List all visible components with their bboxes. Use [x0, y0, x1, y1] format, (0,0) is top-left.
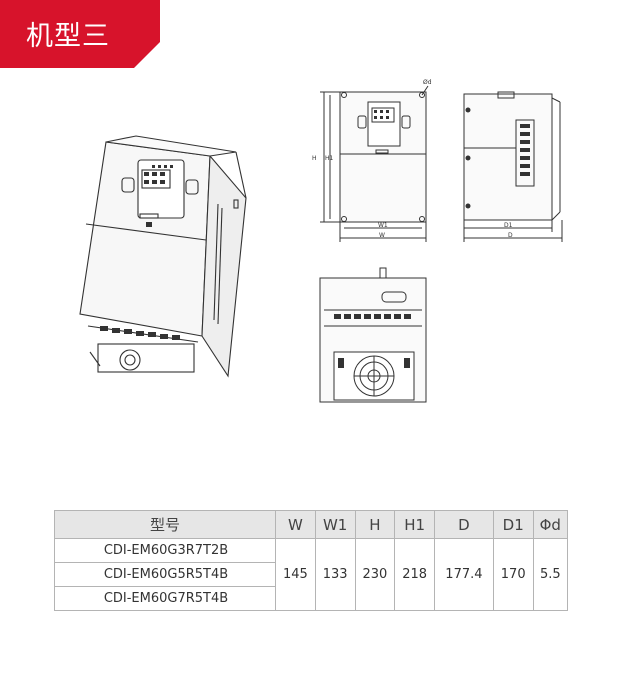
- bottom-view-drawing: [319, 267, 427, 403]
- value-d1: 170: [492, 538, 534, 611]
- banner-shape: [0, 0, 160, 68]
- label-h: H: [312, 155, 317, 162]
- model-cell: CDI-EM60G3R7T2B: [54, 538, 276, 563]
- label-h1: H1: [325, 155, 334, 162]
- label-d: D: [508, 232, 513, 239]
- value-w: 145: [275, 538, 316, 611]
- model-cell: CDI-EM60G5R5T4B: [54, 562, 276, 587]
- header-w1: W1: [314, 510, 356, 539]
- value-w1: 133: [314, 538, 356, 611]
- title-banner: 机型三: [0, 0, 160, 68]
- header-w: W: [275, 510, 316, 539]
- isometric-drive-illustration: [79, 135, 247, 378]
- label-d1: D1: [504, 222, 513, 229]
- value-h1: 218: [394, 538, 435, 611]
- side-view-drawing: D1 D: [463, 91, 563, 242]
- label-w1: W1: [378, 222, 388, 229]
- value-d: 177.4: [434, 538, 494, 611]
- value-h: 230: [354, 538, 396, 611]
- spec-table: 型号 W W1 H H1 D D1 Φd CDI-EM60G3R7T2B 145…: [54, 510, 569, 611]
- model-cell: CDI-EM60G7R5T4B: [54, 586, 276, 611]
- header-d1: D1: [492, 510, 534, 539]
- label-hole-diameter: Ød: [423, 79, 432, 86]
- table-row: CDI-EM60G7R5T4B: [54, 586, 568, 611]
- table-header-row: 型号 W W1 H H1 D D1 Φd: [54, 510, 569, 539]
- header-hole-diameter: Φd: [532, 510, 569, 539]
- value-hole-diameter: 5.5: [532, 538, 569, 611]
- header-d: D: [434, 510, 494, 539]
- header-h: H: [354, 510, 396, 539]
- front-view-drawing: Ød H H1 W1 W: [312, 79, 432, 242]
- table-row: CDI-EM60G3R7T2B 145 133 230 218 177.4 17…: [54, 538, 569, 611]
- banner-title: 机型三: [26, 21, 110, 52]
- header-model: 型号: [54, 510, 276, 539]
- label-w: W: [379, 232, 385, 239]
- header-h1: H1: [394, 510, 435, 539]
